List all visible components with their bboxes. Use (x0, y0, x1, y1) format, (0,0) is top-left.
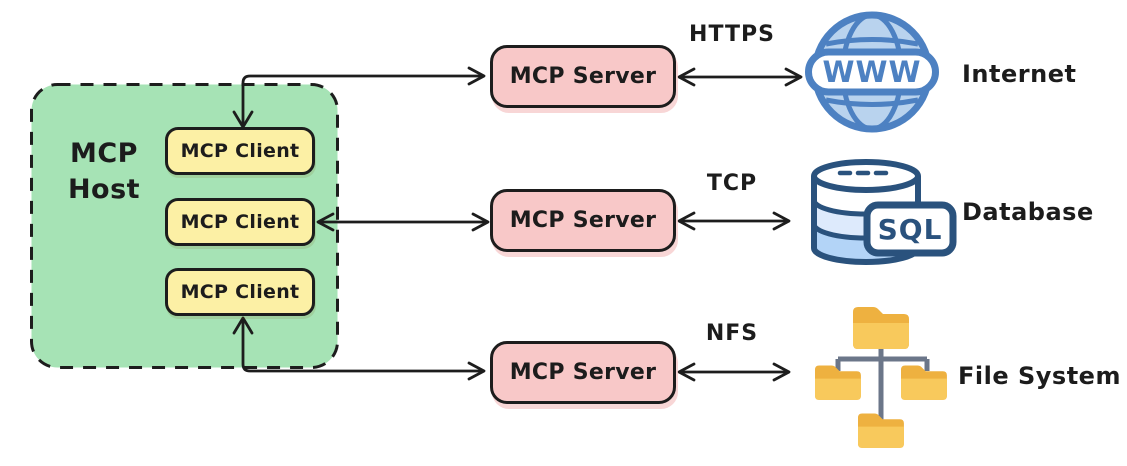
resource-label-database: Database (962, 198, 1094, 226)
protocol-label-https: HTTPS (689, 22, 775, 47)
arrow-client2-server2 (316, 212, 490, 232)
arrow-server3-filesystem (677, 362, 791, 382)
resource-label-internet: Internet (962, 60, 1077, 88)
resource-label-filesystem: File System (958, 362, 1121, 390)
mcp-server-box-1: MCP Server (490, 45, 676, 108)
www-text: WWW (823, 55, 922, 89)
folder-left (815, 365, 861, 400)
mcp-client-box-2: MCP Client (165, 198, 315, 246)
mcp-client-label: MCP Client (180, 211, 300, 233)
mcp-client-box-1: MCP Client (165, 127, 315, 175)
folder-bottom (858, 413, 904, 448)
mcp-host-label: MCP Host (67, 138, 141, 206)
mcp-server-label: MCP Server (509, 360, 657, 385)
mcp-server-label: MCP Server (509, 208, 657, 233)
protocol-label-nfs: NFS (705, 321, 759, 346)
arrow-server1-internet (677, 67, 803, 87)
folder-top (853, 307, 909, 349)
mcp-client-box-3: MCP Client (165, 268, 315, 316)
arrow-server2-database (677, 211, 791, 231)
sql-text: SQL (878, 213, 943, 246)
database-sql-icon: SQL (811, 159, 957, 265)
folder-right (901, 365, 947, 400)
mcp-client-label: MCP Client (180, 140, 300, 162)
arrow-client3-server3 (232, 316, 486, 381)
mcp-server-label: MCP Server (509, 64, 657, 89)
folder-tree-icon (815, 307, 947, 448)
mcp-server-box-3: MCP Server (490, 341, 676, 404)
protocol-label-tcp: TCP (706, 171, 758, 196)
mcp-client-label: MCP Client (180, 281, 300, 303)
globe-www-icon: WWW (805, 11, 939, 133)
folder-tree-lines (835, 339, 930, 421)
mcp-server-box-2: MCP Server (490, 189, 676, 252)
